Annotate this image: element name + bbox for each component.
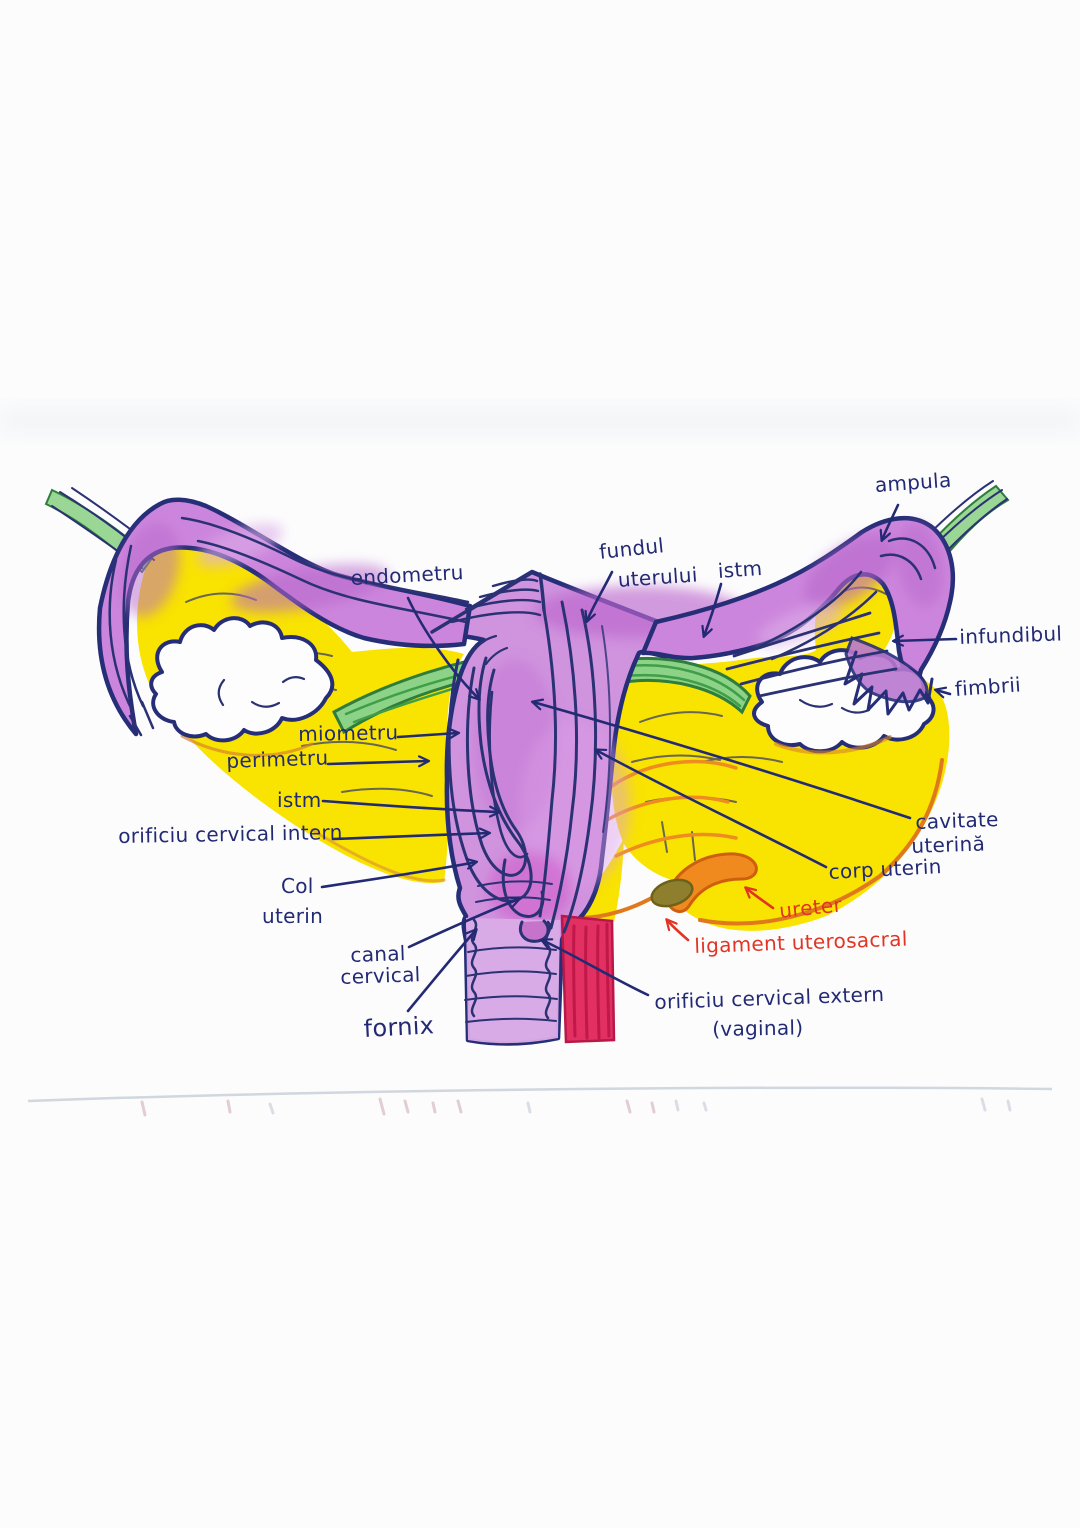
page-edge-line [27, 1086, 1053, 1103]
wall-loops [447, 656, 545, 918]
label-col-uterin-line2: uterin [262, 904, 324, 928]
cut-corner-diagonal [430, 570, 534, 634]
label-fornix: fornix [363, 1011, 435, 1043]
right-fallopian-tube [640, 515, 956, 701]
label-canal-cervical-line2: cervical [340, 962, 421, 989]
arrow-col-uterin [320, 862, 476, 889]
arrow-miometru [396, 733, 458, 737]
arrow-corp-uterin [596, 750, 828, 869]
label-istm-left: istm [277, 788, 322, 812]
uterus-section-lines [430, 570, 612, 934]
vagina-pink-strip [560, 914, 616, 1044]
arrow-ureter [746, 888, 775, 910]
arrow-istm-right [704, 582, 723, 636]
arrow-orificiu-extern [542, 940, 650, 997]
ink-bleed-marks [140, 1097, 1012, 1117]
left-tube-lumen-lines [108, 516, 470, 737]
label-cavitate-uterina-line2: uterină [911, 831, 986, 858]
arrow-canal-cervical [407, 899, 519, 949]
arrow-infundibul [894, 639, 958, 641]
arrow-fundul-uterului [587, 570, 614, 621]
right-tube-lumen-lines [758, 537, 937, 661]
annotation-arrows [320, 503, 958, 1013]
arrow-perimetru [326, 761, 428, 764]
arrow-fimbrii [936, 690, 952, 694]
ureter-orange [650, 852, 758, 914]
label-istm-right: istm [717, 555, 764, 583]
label-fimbrii: fimbrii [954, 672, 1022, 701]
label-miometru: miometru [298, 720, 399, 746]
endometrium-layer-lines [450, 578, 542, 624]
label-col-uterin-line1: Col [281, 874, 314, 898]
right-ovary [752, 648, 936, 755]
left-ovary [149, 616, 335, 743]
external-os [519, 919, 550, 943]
infundibulum-rays [725, 611, 898, 698]
arrow-endometru [406, 596, 479, 699]
right-outer-ligament [926, 484, 1010, 560]
label-orificiu-cervical-extern-line2: (vaginal) [712, 1015, 804, 1041]
cavity-curves [538, 600, 598, 934]
label-infundibul: infundibul [959, 621, 1063, 649]
broad-ligament-right-lower [564, 838, 624, 922]
label-orificiu-cervical-intern: orificiu cervical intern [118, 820, 343, 848]
arrow-orificiu-intern [331, 833, 489, 841]
paper-texture [0, 408, 1080, 1117]
arrow-istm-left [321, 799, 499, 812]
cervix-vagina-details [464, 880, 558, 1023]
arrow-fornix [406, 930, 476, 1013]
arrow-ligament-uterosacral [667, 920, 690, 942]
uterosacral-spot [650, 878, 694, 908]
label-perimetru: perimetru [226, 745, 329, 773]
left-fallopian-tube [96, 497, 473, 737]
label-cavitate-uterina-line1: cavitate [915, 807, 1000, 834]
infundibulum-fimbriae [725, 611, 934, 716]
right-ovarian-ligament [620, 657, 752, 715]
arrow-ampula [882, 503, 900, 540]
arrow-cavitate-uterina [533, 702, 912, 820]
